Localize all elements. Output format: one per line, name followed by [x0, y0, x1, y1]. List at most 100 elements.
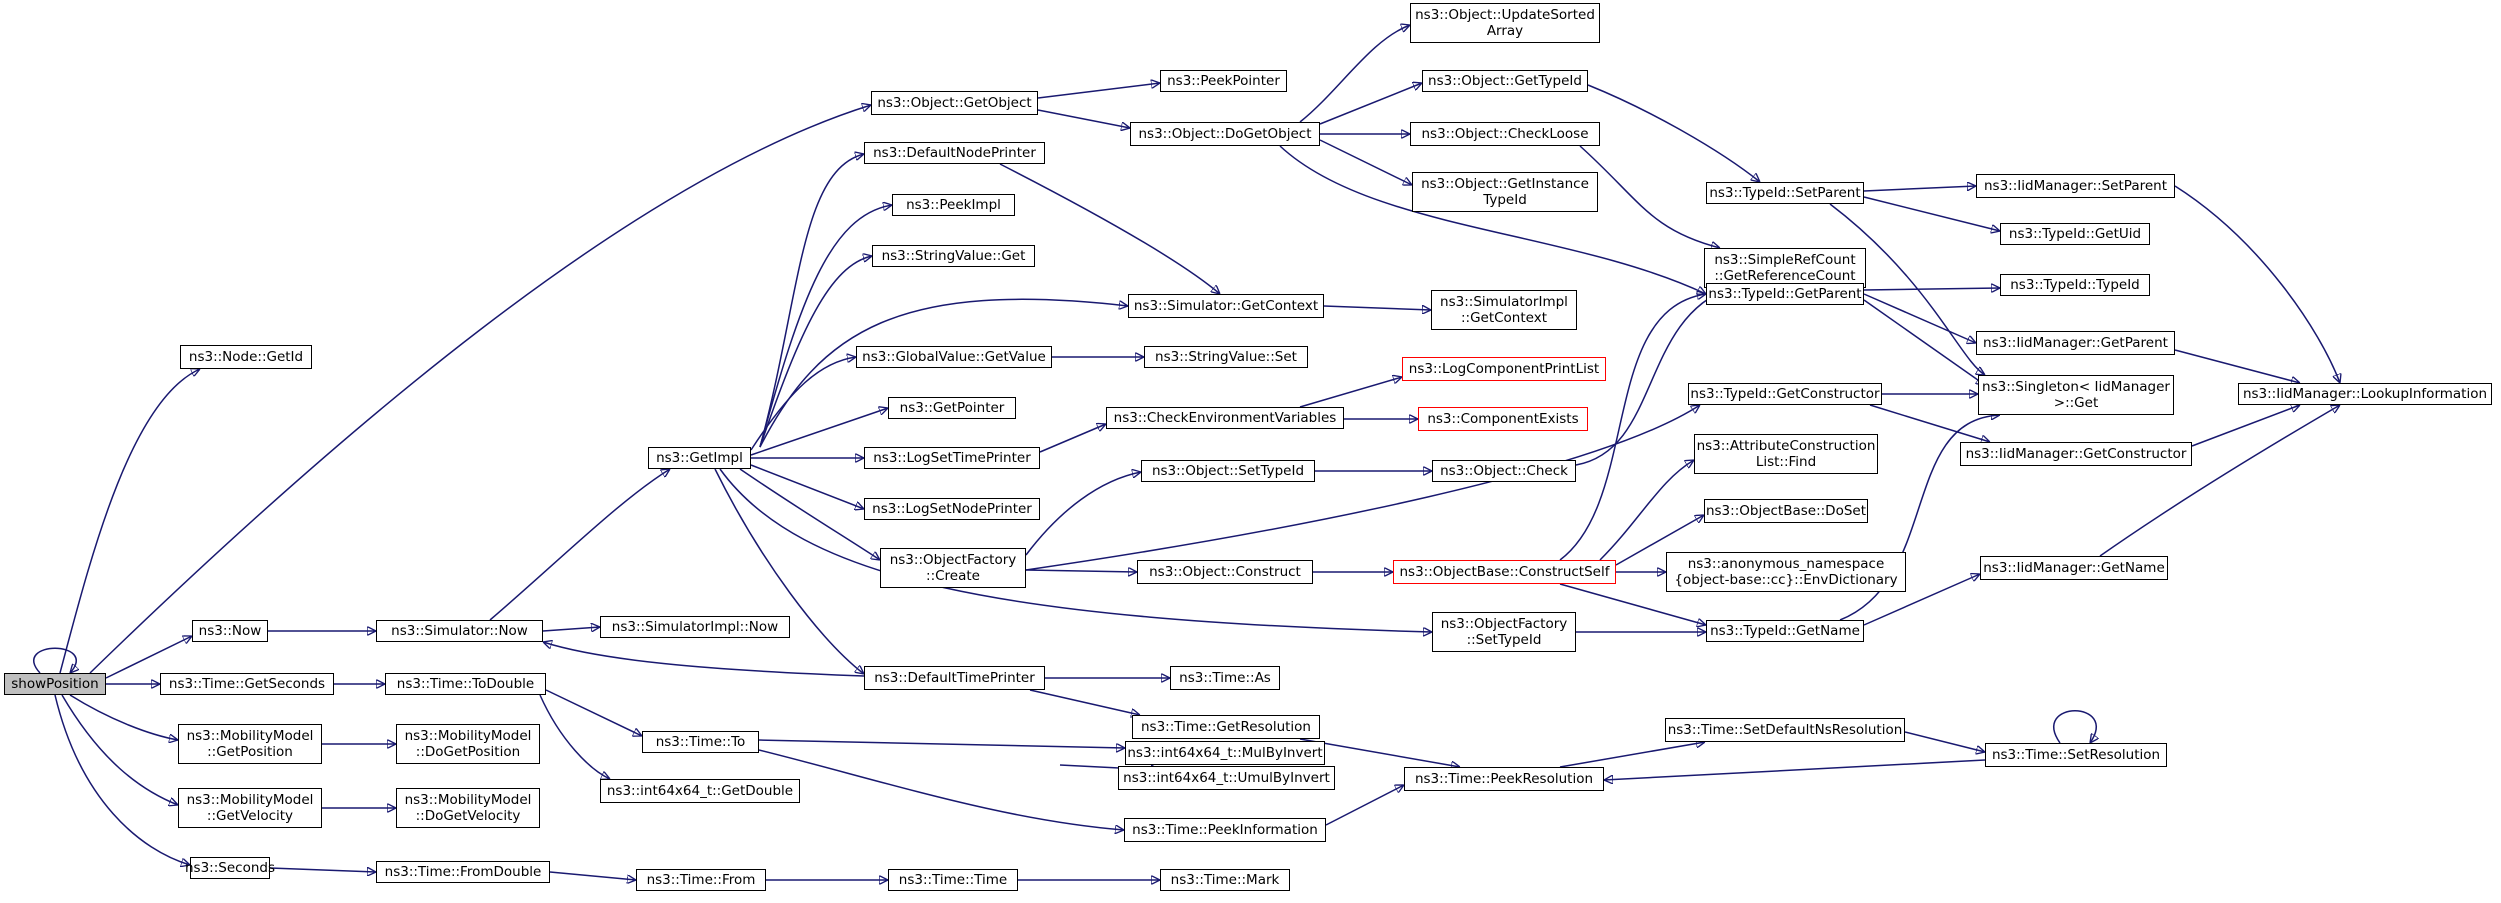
function-node-GetSeconds[interactable]: ns3::Time::GetSeconds [160, 673, 334, 695]
function-node-GetDouble[interactable]: ns3::int64x64_t::GetDouble [600, 779, 800, 803]
function-node-LogComponentPrintList[interactable]: ns3::LogComponentPrintList [1402, 357, 1606, 381]
function-node-GetObject[interactable]: ns3::Object::GetObject [871, 91, 1038, 115]
call-edge-ConstructSelf-to-DoSet [1615, 515, 1704, 566]
function-node-TimeFrom[interactable]: ns3::Time::From [636, 869, 766, 891]
function-node-TypeIdSetParent[interactable]: ns3::TypeId::SetParent [1706, 182, 1864, 204]
function-node-ToDouble[interactable]: ns3::Time::ToDouble [385, 673, 546, 695]
call-edge-GetImpl-to-PeekImpl [759, 205, 892, 448]
function-node-ObjectCheck[interactable]: ns3::Object::Check [1432, 460, 1576, 482]
function-node-showPosition[interactable]: showPosition [4, 673, 106, 695]
function-node-PeekResolution[interactable]: ns3::Time::PeekResolution [1404, 767, 1604, 791]
function-node-GetId[interactable]: ns3::Node::GetId [180, 345, 312, 369]
call-edge-SetDefaultNsResolution-to-SetResolution [1904, 731, 1985, 752]
function-node-OFSetTypeId[interactable]: ns3::ObjectFactory ::SetTypeId [1432, 612, 1576, 652]
call-edge-IidGetConstructor-to-LookupInformation [2191, 405, 2300, 447]
function-node-GlobalValueGetValue[interactable]: ns3::GlobalValue::GetValue [856, 346, 1052, 368]
function-node-LogSetNodePrinter[interactable]: ns3::LogSetNodePrinter [864, 498, 1040, 520]
call-edge-TypeIdGetParent-to-IidGetParent [1863, 293, 1976, 343]
function-node-PeekInformation[interactable]: ns3::Time::PeekInformation [1124, 818, 1326, 842]
function-node-GetPointer[interactable]: ns3::GetPointer [888, 397, 1016, 419]
function-node-ObjectGetTypeId[interactable]: ns3::Object::GetTypeId [1422, 70, 1588, 92]
call-edge-TypeIdGetName-to-IidGetName [1863, 574, 1980, 626]
function-node-DefaultNodePrinter[interactable]: ns3::DefaultNodePrinter [864, 142, 1045, 164]
function-node-SimulatorImplGetContext[interactable]: ns3::SimulatorImpl ::GetContext [1431, 290, 1577, 330]
function-node-SimulatorNow[interactable]: ns3::Simulator::Now [376, 620, 543, 642]
call-edge-GetObject-to-DoGetObject [1037, 109, 1130, 128]
function-node-ComponentExists[interactable]: ns3::ComponentExists [1418, 407, 1588, 431]
call-edge-TypeIdSetParent-to-TypeIdGetUid [1863, 196, 2000, 231]
function-node-GetImpl[interactable]: ns3::GetImpl [648, 447, 751, 469]
function-node-TypeIdGetParent[interactable]: ns3::TypeId::GetParent [1706, 283, 1864, 305]
call-edge-DefaultTimePrinter-to-SimulatorNow [543, 642, 865, 677]
function-node-Now[interactable]: ns3::Now [192, 620, 268, 642]
call-edge-TypeIdGetName-to-SingletonGet [1839, 415, 2000, 621]
function-node-TimeTo[interactable]: ns3::Time::To [642, 731, 759, 753]
function-node-TimeTime[interactable]: ns3::Time::Time [888, 869, 1018, 891]
function-node-StringValueGet[interactable]: ns3::StringValue::Get [872, 245, 1035, 267]
call-edge-TimeTo-to-MulByInvert [758, 739, 1125, 748]
function-node-SimulatorGetContext[interactable]: ns3::Simulator::GetContext [1128, 294, 1324, 318]
function-node-GetReferenceCount[interactable]: ns3::SimpleRefCount ::GetReferenceCount [1704, 248, 1866, 288]
function-node-SingletonGet[interactable]: ns3::Singleton< IidManager >::Get [1978, 375, 2174, 415]
call-edge-showPosition-to-showPosition [33, 647, 76, 673]
function-node-SetResolution[interactable]: ns3::Time::SetResolution [1985, 743, 2167, 767]
call-edge-GetImpl-to-DefaultTimePrinter [714, 468, 864, 674]
function-node-IidGetConstructor[interactable]: ns3::IidManager::GetConstructor [1960, 442, 2192, 466]
function-node-GetInstanceTypeId[interactable]: ns3::Object::GetInstance TypeId [1412, 172, 1598, 212]
function-node-DefaultTimePrinter[interactable]: ns3::DefaultTimePrinter [864, 666, 1045, 690]
call-edge-CheckLoose-to-GetReferenceCount [1579, 145, 1720, 248]
function-node-PeekPointer[interactable]: ns3::PeekPointer [1160, 70, 1287, 92]
call-edge-LogSetTimePrinter-to-CheckEnvVars [1039, 424, 1106, 453]
function-node-ObjectFactoryCreate[interactable]: ns3::ObjectFactory ::Create [880, 548, 1026, 588]
function-node-PeekImpl[interactable]: ns3::PeekImpl [892, 194, 1015, 216]
function-node-MulByInvert[interactable]: ns3::int64x64_t::MulByInvert [1125, 741, 1325, 765]
function-node-IidGetName[interactable]: ns3::IidManager::GetName [1980, 556, 2168, 580]
function-node-DoSet[interactable]: ns3::ObjectBase::DoSet [1704, 499, 1868, 523]
function-node-ObjectSetTypeId[interactable]: ns3::Object::SetTypeId [1141, 460, 1315, 482]
function-node-DoGetPosition[interactable]: ns3::MobilityModel ::DoGetPosition [396, 724, 540, 764]
function-node-ObjectConstruct[interactable]: ns3::Object::Construct [1137, 560, 1313, 584]
function-node-MMGetVelocity[interactable]: ns3::MobilityModel ::GetVelocity [178, 788, 322, 828]
function-node-UpdateSortedArray[interactable]: ns3::Object::UpdateSorted Array [1410, 3, 1600, 43]
call-edge-GetImpl-to-GetPointer [750, 408, 888, 456]
function-node-SetDefaultNsResolution[interactable]: ns3::Time::SetDefaultNsResolution [1665, 718, 1905, 742]
function-node-ConstructSelf[interactable]: ns3::ObjectBase::ConstructSelf [1393, 560, 1616, 584]
function-node-LogSetTimePrinter[interactable]: ns3::LogSetTimePrinter [864, 447, 1040, 469]
function-node-MMGetPosition[interactable]: ns3::MobilityModel ::GetPosition [178, 724, 322, 764]
function-node-Seconds[interactable]: ns3::Seconds [185, 857, 275, 879]
function-node-TypeIdGetUid[interactable]: ns3::TypeId::GetUid [2000, 223, 2150, 245]
function-node-UmulByInvert[interactable]: ns3::int64x64_t::UmulByInvert [1118, 766, 1335, 790]
function-node-GetResolution[interactable]: ns3::Time::GetResolution [1132, 715, 1320, 739]
function-node-TypeIdGetConstructor[interactable]: ns3::TypeId::GetConstructor [1688, 383, 1882, 405]
call-edge-ObjectFactoryCreate-to-ObjectSetTypeId [1025, 472, 1141, 556]
function-node-AttrConstructionListFind[interactable]: ns3::AttributeConstruction List::Find [1694, 434, 1878, 474]
call-edge-ToDouble-to-GetDouble [539, 694, 610, 779]
function-node-TypeIdTypeId[interactable]: ns3::TypeId::TypeId [2000, 274, 2150, 296]
function-node-TypeIdGetName[interactable]: ns3::TypeId::GetName [1706, 620, 1864, 642]
function-node-TimeAs[interactable]: ns3::Time::As [1170, 666, 1280, 690]
call-edge-ConstructSelf-to-TypeIdGetName [1559, 583, 1706, 625]
call-edge-DefaultNodePrinter-to-SimulatorGetContext [999, 163, 1220, 294]
call-edge-ObjectFactoryCreate-to-TypeIdGetConstructor [1025, 405, 1700, 571]
call-edge-ConstructSelf-to-TypeIdGetParent [1559, 294, 1706, 561]
call-edge-IidGetParent-to-LookupInformation [2174, 349, 2300, 383]
function-node-SimulatorImplNow[interactable]: ns3::SimulatorImpl::Now [600, 616, 790, 638]
function-node-DoGetVelocity[interactable]: ns3::MobilityModel ::DoGetVelocity [396, 788, 540, 828]
function-node-LookupInformation[interactable]: ns3::IidManager::LookupInformation [2238, 383, 2492, 405]
function-node-CheckEnvVars[interactable]: ns3::CheckEnvironmentVariables [1106, 407, 1344, 429]
call-edge-PeekInformation-to-PeekResolution [1325, 785, 1404, 826]
function-node-IidSetParent[interactable]: ns3::IidManager::SetParent [1976, 174, 2175, 198]
call-edge-GetImpl-to-OFSetTypeId [719, 468, 1432, 632]
call-edge-Seconds-to-FromDouble [269, 868, 376, 872]
function-node-TimeMark[interactable]: ns3::Time::Mark [1160, 869, 1290, 891]
function-node-StringValueSet[interactable]: ns3::StringValue::Set [1144, 346, 1308, 368]
function-node-IidGetParent[interactable]: ns3::IidManager::GetParent [1976, 331, 2175, 355]
call-edge-DoGetObject-to-TypeIdGetParent [1279, 145, 1706, 294]
call-edge-ObjectCheck-to-GetReferenceCount [1575, 288, 1730, 466]
function-node-EnvDictionary[interactable]: ns3::anonymous_namespace {object-base::c… [1666, 552, 1906, 592]
function-node-DoGetObject[interactable]: ns3::Object::DoGetObject [1130, 122, 1320, 146]
function-node-FromDouble[interactable]: ns3::Time::FromDouble [376, 861, 550, 883]
function-node-CheckLoose[interactable]: ns3::Object::CheckLoose [1410, 122, 1600, 146]
